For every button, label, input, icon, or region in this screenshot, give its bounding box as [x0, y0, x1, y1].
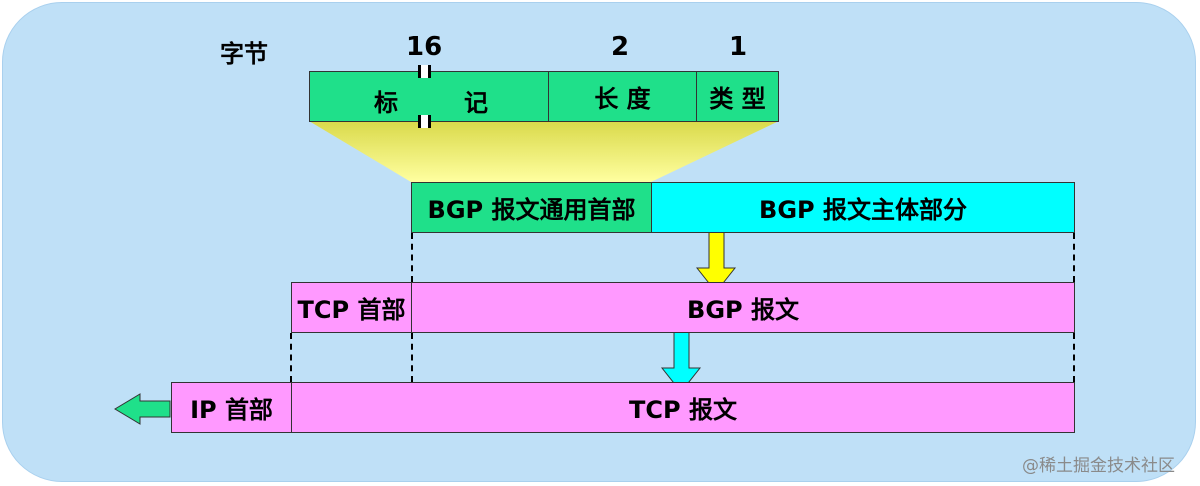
- tcp-data-bgp-message: BGP 报文: [411, 282, 1075, 333]
- dashed-guide-tcp-middle: [411, 333, 413, 382]
- field-break-bottom: [418, 115, 431, 128]
- byte-label: 字节: [220, 40, 268, 68]
- type-field: 类 型: [696, 71, 779, 122]
- size-label-1: 1: [729, 32, 748, 62]
- ip-data-tcp-message: TCP 报文: [291, 382, 1075, 433]
- ip-header: IP 首部: [171, 382, 292, 433]
- watermark-text: @稀土掘金技术社区: [1022, 456, 1175, 476]
- expansion-funnel: [309, 121, 779, 182]
- green-left-arrow: [114, 393, 171, 425]
- dashed-guide-bgp-right: [1073, 233, 1075, 282]
- field-break-top: [418, 65, 431, 78]
- dashed-guide-tcp-right: [1073, 333, 1075, 382]
- dashed-guide-tcp-left: [290, 333, 292, 382]
- tcp-header: TCP 首部: [291, 282, 412, 333]
- bgp-common-header: BGP 报文通用首部: [411, 182, 652, 233]
- dashed-guide-bgp-left: [411, 233, 413, 282]
- size-label-2: 2: [611, 32, 630, 62]
- size-label-16: 16: [406, 32, 443, 62]
- bgp-message-body: BGP 报文主体部分: [651, 182, 1075, 233]
- length-field: 长 度: [548, 71, 697, 122]
- marker-field-label-left: 标: [374, 89, 398, 117]
- marker-field: 标 记: [309, 71, 549, 122]
- marker-field-label-right: 记: [464, 89, 488, 117]
